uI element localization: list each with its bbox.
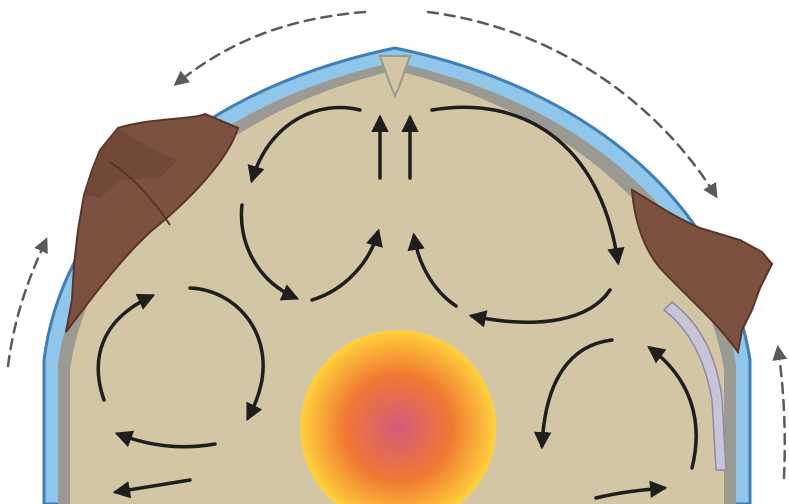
plate-motion-arrow-left (8, 240, 46, 366)
plate-motion-arrow-right (778, 348, 785, 478)
